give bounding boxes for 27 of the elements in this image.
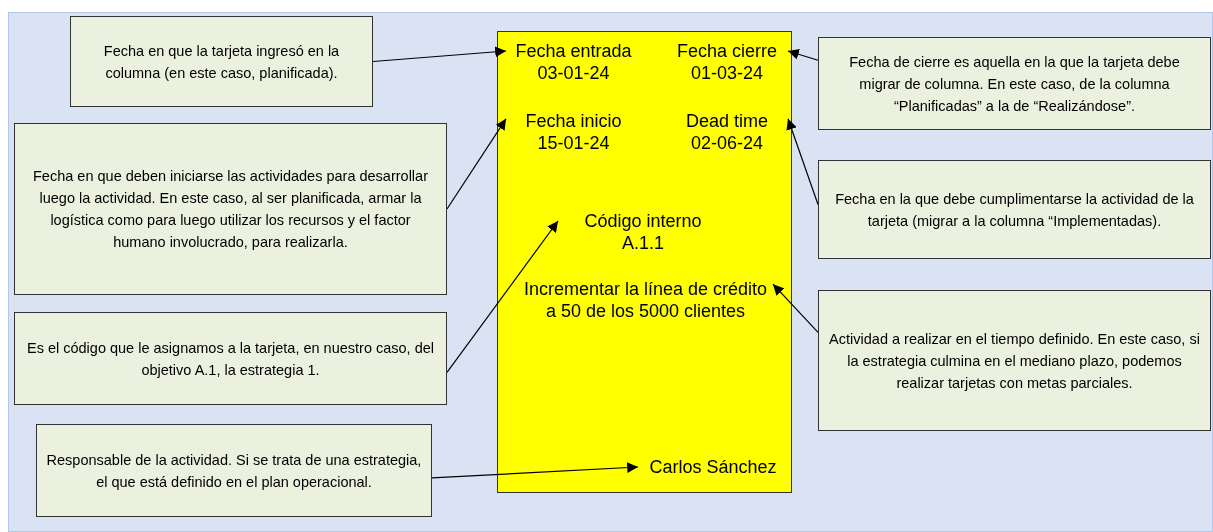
activity-text: Incrementar la línea de crédito a 50 de los 5000 clientes: [518, 278, 773, 322]
field-label: Dead time: [685, 110, 768, 132]
arrow: [772, 283, 819, 333]
field-label: Fecha inicio: [525, 110, 622, 132]
arrow: [787, 49, 819, 61]
arrow: [786, 118, 819, 206]
callout-box: Fecha en que deben iniciarse las actividades para desarrollar luego la actividad. En este caso, al ser planificada, armar la logística como para luego utilizar los recursos y el factor humano involucrado, para realizarla.: [14, 123, 447, 295]
arrow: [446, 220, 559, 374]
card: [497, 31, 792, 493]
callout-box: Fecha de cierre es aquella en la que la tarjeta debe migrar de columna. En este caso, de la columna “Planificadas” a la de “Realizándose”.: [818, 37, 1211, 130]
arrow: [431, 462, 639, 479]
field-label: Fecha cierre: [676, 40, 777, 62]
date-value: 01-03-24: [690, 62, 764, 84]
callout-box: Actividad a realizar en el tiempo definido. En este caso, si la estrategia culmina en el mediano plazo, podemos realizar tarjetas con metas parciales.: [818, 290, 1211, 431]
date-value: 03-01-24: [537, 62, 610, 84]
callout-box: Responsable de la actividad. Si se trata de una estrategia, el que está definido en el plan operacional.: [36, 424, 432, 517]
date-value: 02-06-24: [690, 132, 764, 154]
person-name: Carlos Sánchez: [638, 456, 788, 478]
arrow: [446, 118, 507, 210]
date-value: 15-01-24: [537, 132, 610, 154]
field-label: Fecha entrada: [515, 40, 632, 62]
callout-box: Fecha en que la tarjeta ingresó en la columna (en este caso, planificada).: [70, 16, 373, 107]
callout-box: Fecha en la que debe cumplimentarse la actividad de la tarjeta (migrar a la columna “Implementadas).: [818, 160, 1211, 259]
callout-box: Es el código que le asignamos a la tarjeta, en nuestro caso, del objetivo A.1, la estrategia 1.: [14, 312, 447, 405]
code-value: A.1.1: [622, 232, 664, 254]
arrow: [372, 46, 507, 63]
field-label: Código interno: [584, 210, 702, 232]
